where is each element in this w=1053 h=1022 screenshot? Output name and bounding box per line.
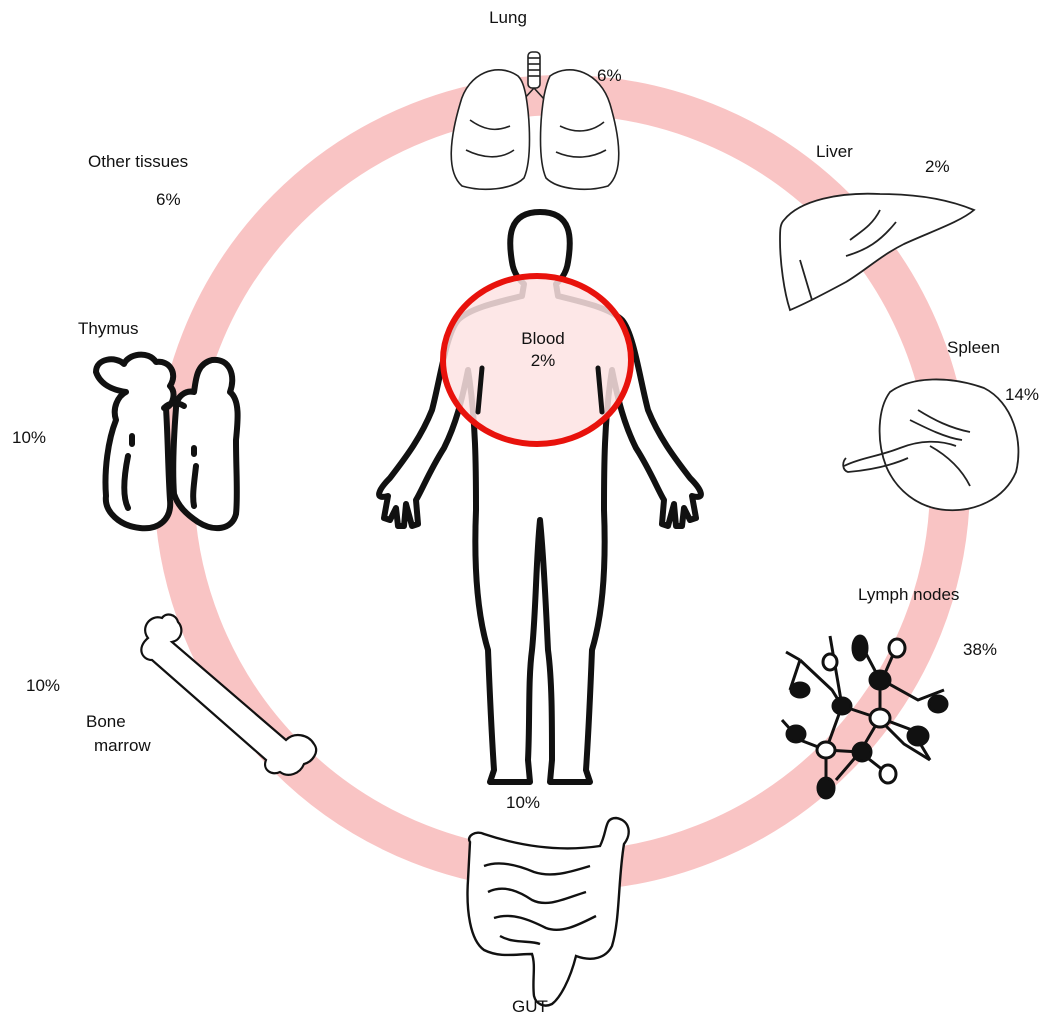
gut-label: GUT (512, 997, 548, 1017)
blood-label: Blood 2% (521, 328, 564, 372)
liver-label: Liver (816, 142, 853, 162)
other-tissues-percent: 6% (156, 190, 181, 210)
spleen-label: Spleen (947, 338, 1000, 358)
spleen-icon (843, 379, 1018, 510)
thymus-percent: 10% (12, 428, 46, 448)
lymph-nodes-percent: 38% (963, 640, 997, 660)
bone-marrow-label-line2: marrow (94, 736, 151, 756)
spleen-percent: 14% (1005, 385, 1039, 405)
lung-label: Lung (489, 8, 527, 28)
intestines-icon (468, 818, 629, 1006)
lungs-icon (451, 52, 619, 189)
blood-name: Blood (521, 328, 564, 350)
lymph-nodes-label: Lymph nodes (858, 585, 959, 605)
bone-marrow-label-line1: Bone (86, 712, 126, 732)
bone-icon (141, 615, 316, 775)
bone-marrow-percent: 10% (26, 676, 60, 696)
other-tissues-label: Other tissues (88, 152, 188, 172)
liver-percent: 2% (925, 157, 950, 177)
blood-percent: 2% (521, 350, 564, 372)
lung-percent: 6% (597, 66, 622, 86)
thymus-label: Thymus (78, 319, 138, 339)
gut-percent: 10% (506, 793, 540, 813)
thymus-icon (96, 355, 238, 529)
